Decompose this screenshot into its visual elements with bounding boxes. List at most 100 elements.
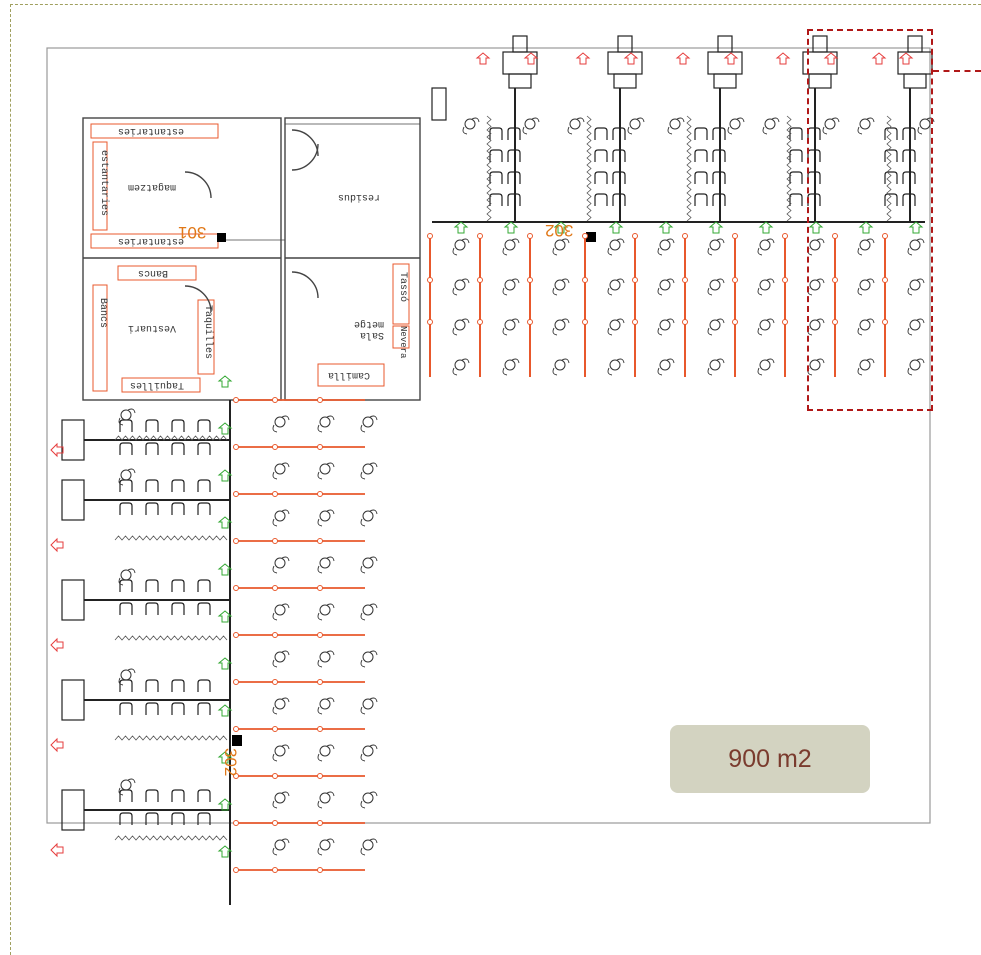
person-icon <box>707 278 725 296</box>
chair-icon <box>694 149 708 162</box>
highlight-leader-line <box>933 70 981 72</box>
chair-icon <box>145 442 159 455</box>
chair-icon <box>119 602 133 615</box>
chair-icon <box>197 789 211 802</box>
seat-row-node <box>317 773 323 779</box>
seat-row-node <box>233 491 239 497</box>
entry-arrow-icon <box>758 221 774 234</box>
person-icon <box>729 118 741 130</box>
chair-icon <box>594 171 608 184</box>
entry-arrow-icon <box>217 657 233 670</box>
label-taquilles-right: Taquilles <box>202 305 213 360</box>
chair-icon <box>119 419 133 432</box>
seat-row-node <box>832 233 838 239</box>
seat-row-node <box>317 538 323 544</box>
person-icon <box>502 278 520 296</box>
seat-row-node <box>272 491 278 497</box>
person-icon <box>554 359 566 371</box>
chair-icon <box>119 502 133 515</box>
floor-outline <box>46 47 931 824</box>
person-icon <box>360 791 378 809</box>
chair-icon <box>884 127 898 140</box>
person-icon <box>464 118 476 130</box>
workstation-monitor <box>607 51 643 75</box>
chair-icon <box>171 702 185 715</box>
person-icon <box>759 319 771 331</box>
person-icon <box>362 651 374 663</box>
person-icon <box>607 318 625 336</box>
seat-row-node <box>632 233 638 239</box>
person-icon <box>272 415 290 433</box>
chair-icon <box>197 479 211 492</box>
person-icon <box>809 279 821 291</box>
exit-arrow-icon <box>523 52 539 65</box>
seat-row-node <box>272 538 278 544</box>
chair-icon <box>145 419 159 432</box>
person-icon <box>317 415 335 433</box>
chair-icon <box>145 479 159 492</box>
seat-row-node <box>882 319 888 325</box>
exit-arrow-icon <box>623 52 639 65</box>
person-icon <box>859 239 871 251</box>
partition-line <box>114 735 228 741</box>
entry-arrow-icon <box>808 221 824 234</box>
person-icon <box>317 509 335 527</box>
person-icon <box>669 118 681 130</box>
person-icon <box>552 238 570 256</box>
person-icon <box>857 358 875 376</box>
person-icon <box>362 839 374 851</box>
area-badge: 900 m2 <box>670 725 870 793</box>
person-icon <box>274 651 286 663</box>
room-number-301: 301 <box>178 223 207 242</box>
person-icon <box>362 792 374 804</box>
seat-row-node <box>682 319 688 325</box>
person-icon <box>504 239 516 251</box>
seat-row-node <box>233 444 239 450</box>
seat-row-node <box>272 726 278 732</box>
chair-icon <box>694 127 708 140</box>
partition-line <box>114 835 228 841</box>
seat-row-node <box>317 632 323 638</box>
chair-icon <box>119 702 133 715</box>
label-nevera: Nevera <box>398 326 408 359</box>
person-icon <box>319 463 331 475</box>
person-icon <box>362 604 374 616</box>
workstation-monitor <box>502 51 538 75</box>
person-icon <box>607 278 625 296</box>
person-icon <box>362 416 374 428</box>
person-icon <box>762 117 780 135</box>
exit-arrow-icon <box>50 842 64 858</box>
person-icon <box>274 698 286 710</box>
person-icon <box>727 117 745 135</box>
seat-row-node <box>582 233 588 239</box>
person-icon <box>607 238 625 256</box>
seat-row-node <box>317 397 323 403</box>
person-icon <box>609 359 621 371</box>
label-estantaries-top: estantaries <box>118 125 185 136</box>
person-icon <box>454 359 466 371</box>
workstation-monitor <box>617 35 633 53</box>
seat-row-node <box>233 632 239 638</box>
chair-icon <box>145 812 159 825</box>
seat-row-node <box>233 820 239 826</box>
person-icon <box>857 117 875 135</box>
person-icon <box>272 556 290 574</box>
person-icon <box>759 239 771 251</box>
chair-icon <box>171 789 185 802</box>
person-icon <box>272 791 290 809</box>
label-taquilles-bottom: Taquilles <box>130 379 185 390</box>
seat-row-node <box>272 867 278 873</box>
entry-arrow-icon <box>217 845 233 858</box>
workstation-monitor <box>61 419 85 461</box>
door-marker-302-top <box>586 232 596 242</box>
seat-row-node <box>782 233 788 239</box>
chair-icon <box>594 193 608 206</box>
chair-icon <box>119 579 133 592</box>
chair-icon <box>789 149 803 162</box>
person-icon <box>452 358 470 376</box>
person-icon <box>272 509 290 527</box>
person-icon <box>809 319 821 331</box>
highlight-zone <box>807 29 933 411</box>
person-icon <box>757 238 775 256</box>
person-icon <box>319 839 331 851</box>
